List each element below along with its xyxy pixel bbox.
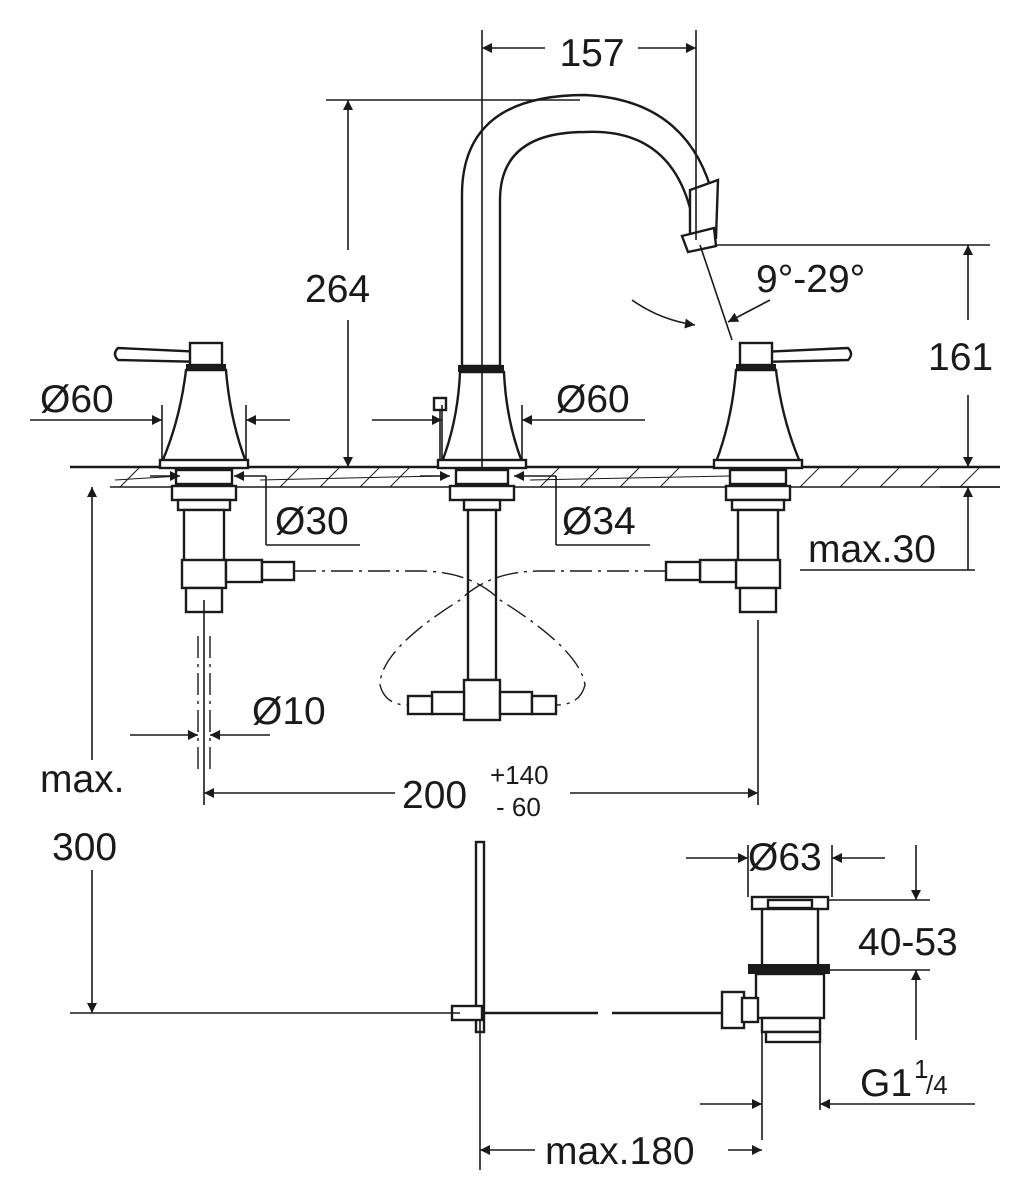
dim-deck-thickness: max.30 [808, 528, 936, 571]
dim-waste-height: 40-53 [858, 921, 958, 964]
dimension-lines [30, 30, 1000, 1170]
dim-rod-reach: max.180 [545, 1130, 695, 1173]
dim-spacing: 200 [402, 774, 467, 817]
spout [406, 93, 720, 722]
dim-swivel-angle: 9°-29° [756, 258, 865, 301]
dim-spout-base: Ø60 [556, 378, 630, 421]
right-handle-valve [664, 341, 853, 614]
dim-max-depth-value: 300 [52, 826, 117, 869]
dim-spout-height: 161 [928, 336, 993, 379]
dim-spout-reach: 157 [559, 32, 624, 75]
dim-thread-den: /4 [926, 1070, 948, 1100]
countertop-hatching [114, 466, 981, 488]
dimension-labels: 157 264 161 9°-29° Ø60 Ø60 Ø30 Ø34 max.3… [40, 32, 993, 1173]
dim-rod-diameter: Ø10 [252, 690, 326, 733]
supply-hoses [294, 570, 666, 706]
dim-hole-center: Ø34 [562, 500, 636, 543]
dim-total-height: 264 [305, 268, 370, 311]
dim-handle-base: Ø60 [40, 378, 114, 421]
dim-max-depth-label: max. [40, 758, 125, 801]
left-handle-valve [113, 341, 296, 614]
dim-waste-diameter: Ø63 [748, 836, 822, 879]
dim-thread-num: 1 [914, 1054, 928, 1084]
pop-up-waste [720, 895, 830, 1044]
dim-thread: G1 [860, 1062, 912, 1105]
dim-spacing-minus: - 60 [496, 792, 541, 822]
dim-hole-left: Ø30 [275, 500, 349, 543]
dim-spacing-plus: +140 [490, 760, 549, 790]
